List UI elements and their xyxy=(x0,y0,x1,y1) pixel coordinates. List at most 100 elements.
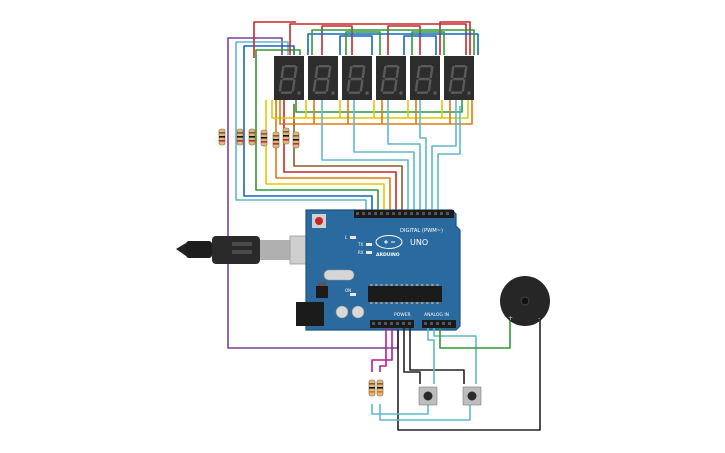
header-pin[interactable] xyxy=(392,212,395,215)
header-pin[interactable] xyxy=(424,322,427,325)
header-pin[interactable] xyxy=(442,322,445,325)
analog-label: ANALOG IN xyxy=(424,312,449,318)
wire-blue-loop[interactable] xyxy=(339,35,373,55)
header-pin[interactable] xyxy=(378,322,381,325)
push-button[interactable] xyxy=(462,386,482,406)
on-led xyxy=(350,293,356,296)
wire-cyan-d3[interactable] xyxy=(387,100,421,212)
wire-cyan-btn2[interactable] xyxy=(379,404,471,421)
wire-pink2[interactable] xyxy=(379,328,387,372)
seven-segment-display[interactable] xyxy=(444,56,474,100)
header-pin[interactable] xyxy=(440,212,443,215)
header-pin[interactable] xyxy=(374,212,377,215)
resistor[interactable] xyxy=(218,128,226,146)
wire-cyan-d1[interactable] xyxy=(321,100,409,212)
chip-pin xyxy=(390,284,393,286)
push-button[interactable] xyxy=(418,386,438,406)
wire-blue-bus[interactable] xyxy=(307,33,479,55)
wire-cyan-d2[interactable] xyxy=(353,100,415,212)
resistor[interactable] xyxy=(272,131,280,149)
resistor[interactable] xyxy=(248,128,256,146)
wire-black-buzzer[interactable] xyxy=(397,318,541,431)
wire-orange-bus[interactable] xyxy=(279,100,473,125)
resistor[interactable] xyxy=(368,379,376,397)
wire-green-loop2[interactable] xyxy=(411,31,445,55)
seven-segment-display[interactable] xyxy=(308,56,338,100)
header-pin[interactable] xyxy=(430,322,433,325)
header-pin[interactable] xyxy=(402,322,405,325)
seven-segment-display[interactable] xyxy=(342,56,372,100)
display-segment xyxy=(382,66,387,78)
header-pin[interactable] xyxy=(398,212,401,215)
wire-blue-loop2[interactable] xyxy=(403,35,437,55)
wire-cyan-a2[interactable] xyxy=(433,328,477,384)
wire-green[interactable] xyxy=(255,49,379,212)
wire-green-loop[interactable] xyxy=(345,31,381,55)
resistor-group-bottom xyxy=(368,379,384,397)
seven-segment-display[interactable] xyxy=(274,56,304,100)
wire-cyan-d6[interactable] xyxy=(437,106,461,212)
wire-green-bus[interactable] xyxy=(311,29,475,55)
chip-pin xyxy=(431,302,434,304)
wire-yellow-bus[interactable] xyxy=(271,100,469,119)
header-pin[interactable] xyxy=(404,212,407,215)
header-pin[interactable] xyxy=(446,212,449,215)
resistor[interactable] xyxy=(376,379,384,397)
piezo-buzzer[interactable]: + - xyxy=(500,276,550,326)
atmega-chip xyxy=(368,286,442,302)
display-segment xyxy=(429,66,434,78)
l-label: L xyxy=(345,235,348,240)
wire-cyan-btn1[interactable] xyxy=(371,404,429,415)
chip-pin xyxy=(375,302,378,304)
resistor[interactable] xyxy=(282,127,290,145)
header-pin[interactable] xyxy=(362,212,365,215)
seven-segment-display[interactable] xyxy=(376,56,406,100)
resistor[interactable] xyxy=(292,131,300,149)
wire-red-loop2[interactable] xyxy=(321,25,353,55)
header-pin[interactable] xyxy=(368,212,371,215)
header-pin[interactable] xyxy=(386,212,389,215)
header-pin[interactable] xyxy=(390,322,393,325)
header-pin[interactable] xyxy=(448,322,451,325)
header-pin[interactable] xyxy=(422,212,425,215)
wire-cyan-d4[interactable] xyxy=(419,100,427,212)
wire-blue[interactable] xyxy=(243,45,373,212)
chip-pin xyxy=(370,302,373,304)
header-pin[interactable] xyxy=(428,212,431,215)
wire-black-gnd[interactable] xyxy=(403,328,421,384)
wire-red-loop3[interactable] xyxy=(387,25,421,55)
wire-cyan-d5[interactable] xyxy=(431,100,457,212)
resistor[interactable] xyxy=(236,128,244,146)
display-segment xyxy=(348,91,361,94)
wire-cyan-a1[interactable] xyxy=(427,328,435,384)
wire-green-buzzer[interactable] xyxy=(439,320,511,349)
wire-black-gnd2[interactable] xyxy=(409,328,465,384)
header-pin[interactable] xyxy=(434,212,437,215)
wire-red-loop4[interactable] xyxy=(439,21,471,55)
header-pin[interactable] xyxy=(410,212,413,215)
usb-cable[interactable] xyxy=(176,235,325,265)
wire-green-bus2[interactable] xyxy=(295,100,463,113)
display-segment xyxy=(463,66,468,78)
header-pin[interactable] xyxy=(356,212,359,215)
wire-red-bus[interactable] xyxy=(289,23,467,55)
header-pin[interactable] xyxy=(380,212,383,215)
display-segment xyxy=(416,91,429,94)
reset-button[interactable] xyxy=(315,217,323,225)
wire-cyan[interactable] xyxy=(235,41,367,212)
tx-led xyxy=(366,243,372,246)
seven-segment-display[interactable] xyxy=(410,56,440,100)
arduino-uno-board[interactable]: DIGITAL (PWM~) L TX RX UNO ARDUINO ON PO… xyxy=(296,209,461,331)
header-pin[interactable] xyxy=(436,322,439,325)
header-pin[interactable] xyxy=(384,322,387,325)
header-pin[interactable] xyxy=(396,322,399,325)
arduino-brand: ARDUINO xyxy=(376,252,400,258)
wire-pink[interactable] xyxy=(371,328,393,372)
header-pin[interactable] xyxy=(408,322,411,325)
header-pin[interactable] xyxy=(416,212,419,215)
wire-red-loop[interactable] xyxy=(253,21,296,58)
resistor[interactable] xyxy=(260,129,268,147)
header-pin[interactable] xyxy=(372,322,375,325)
display-segment xyxy=(386,65,398,68)
